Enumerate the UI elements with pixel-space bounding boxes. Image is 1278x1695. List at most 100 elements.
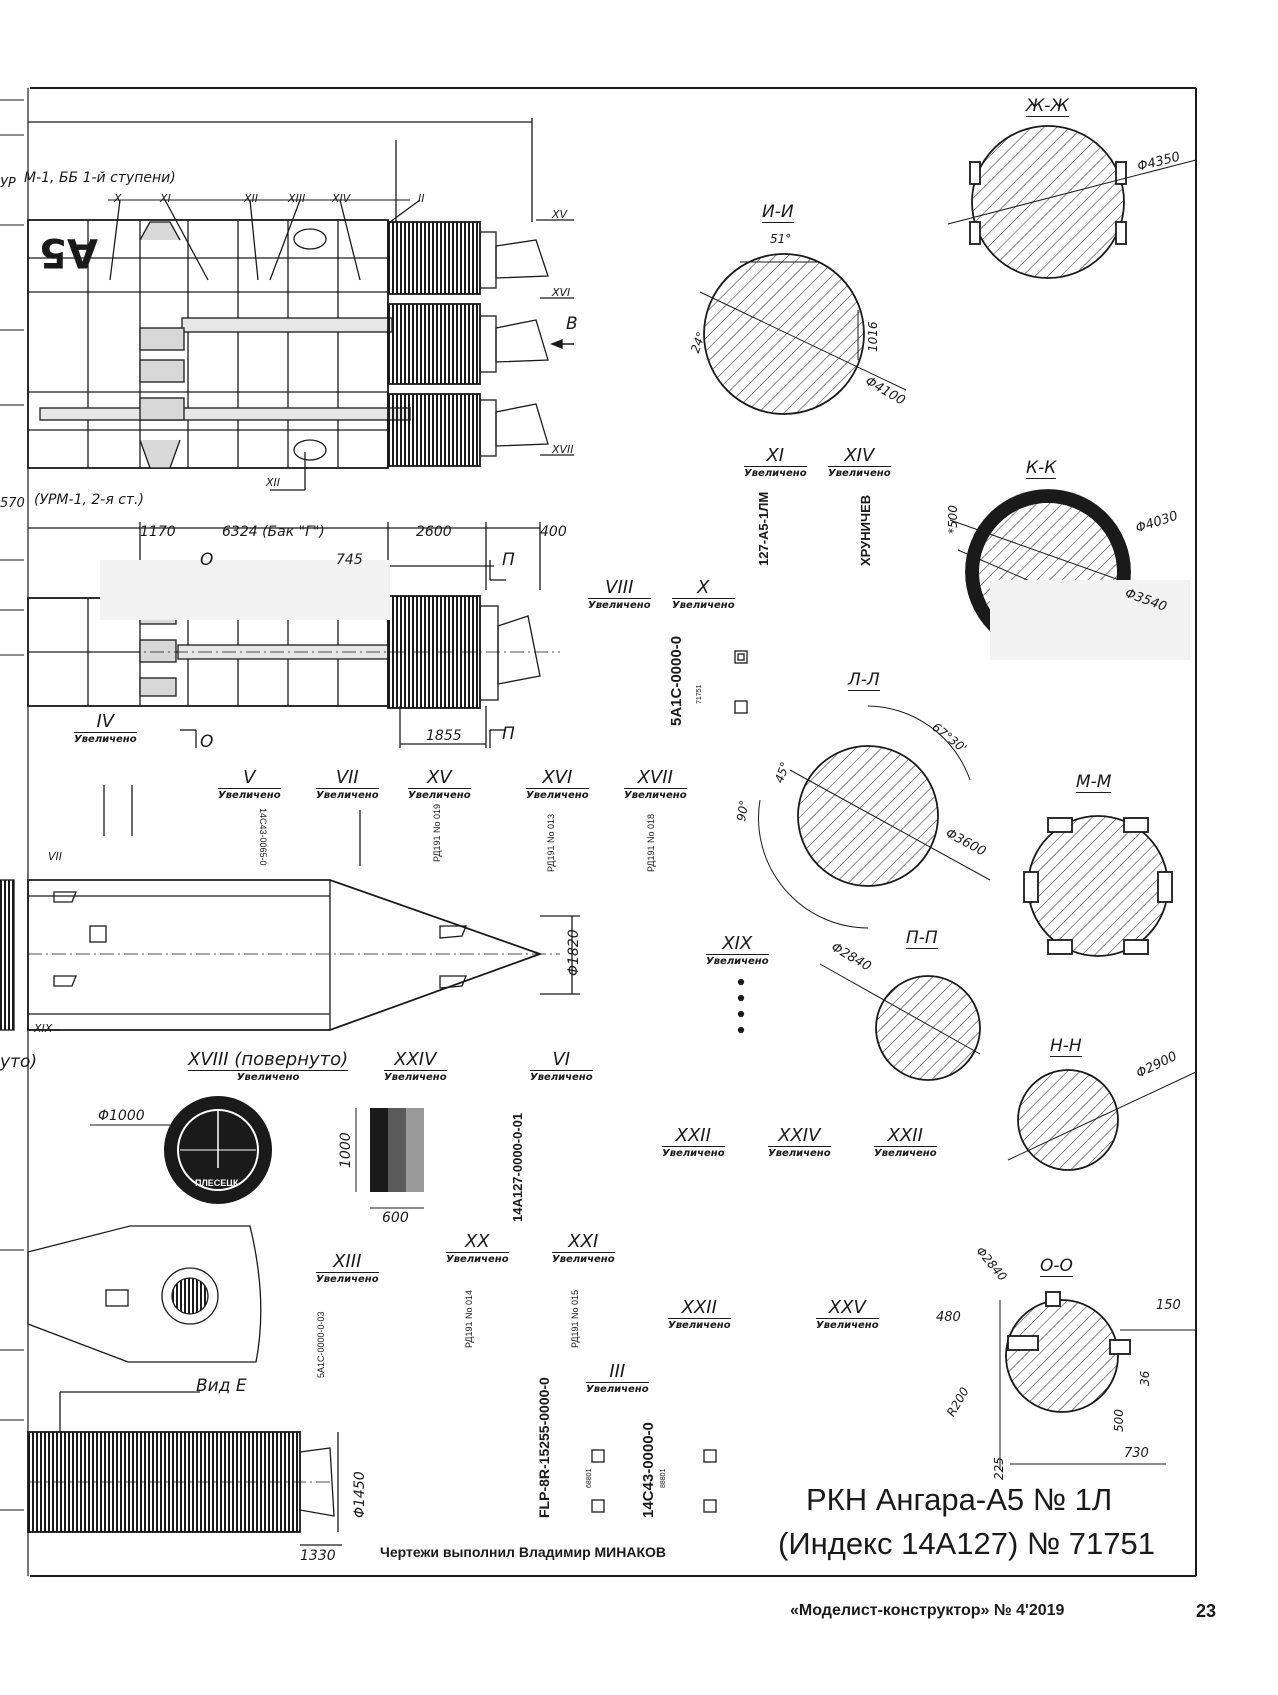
code-71751: 71751 — [696, 684, 703, 704]
xxiv-stripes — [355, 1108, 424, 1209]
code-88801: 88801 — [660, 1468, 667, 1488]
detail-xi-note: 127-А5-1ЛМ — [756, 491, 771, 566]
view-fairing — [0, 879, 580, 1031]
detail-xiv-sub: Увеличено — [828, 468, 891, 479]
mark-o-top: О — [200, 550, 214, 570]
detail-xvi-sub: Увеличено — [526, 790, 589, 801]
marker-xiii: XIII — [288, 192, 306, 205]
detail-xxv-sub: Увеличено — [816, 1320, 879, 1331]
detail-xxiv-left-sub: Увеличено — [384, 1072, 447, 1083]
section-i-dim-1016: 1016 — [866, 321, 880, 352]
marker-xvi: XVI — [552, 286, 571, 299]
detail-xviii-sub: Увеличено — [236, 1072, 300, 1083]
xxiv-dim-horizontal: 600 — [382, 1210, 409, 1226]
view-lower-left — [27, 1225, 342, 1546]
xviii-diameter: Φ1000 — [98, 1108, 145, 1124]
section-k-title: К-К — [1026, 458, 1057, 479]
detail-v-sub: Увеличено — [218, 790, 281, 801]
mark-p-bottom: П — [502, 724, 515, 744]
dim-745: 745 — [336, 552, 363, 568]
drawing-title-line1: РКН Ангара-А5 № 1Л — [806, 1482, 1113, 1517]
view-stage1-side — [27, 118, 574, 491]
detail-xvi-title: XVI — [526, 768, 589, 789]
code-68801: 68801 — [586, 1468, 593, 1488]
bleed-shapes — [100, 560, 1190, 660]
vid-e-label: Вид Е — [196, 1376, 247, 1396]
detail-x-note: 5А1С-0000-0 — [668, 635, 685, 726]
detail-xxii-c-title: XXII — [668, 1298, 731, 1319]
xviii-emblem — [90, 1096, 272, 1204]
view2-caption: 570 — [0, 496, 25, 511]
section-o-dim-480: 480 — [936, 1310, 961, 1325]
fairing-marker-xix: XIX — [34, 1022, 53, 1035]
detail-xi-sub: Увеличено — [744, 468, 807, 479]
detail-xxii-a-title: XXII — [662, 1126, 725, 1147]
detail-vi-note: 14А127-0000-0-01 — [510, 1112, 525, 1222]
detail-xv-note: РД191 No 019 — [432, 803, 442, 862]
detail-viii-sub: Увеличено — [588, 600, 651, 611]
detail-xiii-note: 5А1С-0000-0-03 — [316, 1311, 326, 1378]
detail-xi-title: XI — [744, 446, 807, 467]
view1-label: М-1, ББ 1-й ступени) — [24, 170, 176, 186]
xxiv-dim-vertical: 1000 — [338, 1132, 354, 1168]
detail-viii-title: VIII — [588, 578, 651, 599]
detail-xiv-title: XIV — [828, 446, 891, 467]
mark-o-bottom: О — [200, 732, 214, 752]
dim-400: 400 — [540, 524, 567, 540]
detail-vii-sub: Увеличено — [316, 790, 379, 801]
detail-iv-sub: Увеличено — [74, 734, 137, 745]
dim-2600: 2600 — [416, 524, 452, 540]
detail-xxi-title: XXI — [552, 1232, 615, 1253]
section-o-dim-36: 36 — [1138, 1370, 1152, 1386]
section-p-title: П-П — [906, 928, 938, 949]
detail-xx-sub: Увеличено — [446, 1254, 509, 1265]
detail-xviii-title: XVIII (повернуто) — [188, 1049, 349, 1071]
marker-xvii: XVII — [552, 443, 574, 456]
section-o-o — [999, 1291, 1196, 1470]
detail-xxii-b-title: XXII — [874, 1126, 937, 1147]
section-o-dim-225: 225 — [992, 1457, 1006, 1480]
marker-x: X — [114, 192, 122, 205]
marker-xii-lower: XII — [266, 476, 281, 489]
detail-iii-sub: Увеличено — [586, 1384, 649, 1395]
detail-v-title: V — [218, 768, 281, 789]
section-zh-title: Ж-Ж — [1026, 96, 1069, 117]
detail-xix-title: XIX — [706, 934, 769, 955]
section-o-dim-500: 500 — [1112, 1409, 1126, 1432]
detail-xxiv-mid-sub: Увеличено — [768, 1148, 831, 1159]
detail-xxiv-mid-title: XXIV — [768, 1126, 831, 1147]
detail-xvii-note: РД191 No 018 — [646, 813, 656, 872]
fairing-marker-vii: VII — [48, 850, 63, 863]
section-o-title: О-О — [1040, 1256, 1073, 1277]
section-zh-zh — [947, 125, 1197, 279]
flp-code: FLP-8R-15255-0000-0 — [536, 1377, 552, 1518]
detail-xiii-title: XIII — [316, 1252, 379, 1273]
detail-vi-sub: Увеличено — [530, 1072, 593, 1083]
detail-xix-sub: Увеличено — [706, 956, 769, 967]
detail-xxii-c-sub: Увеличено — [668, 1320, 731, 1331]
detail-x-sub: Увеличено — [672, 600, 735, 611]
vid-e-length: 1330 — [300, 1548, 336, 1564]
section-p-p — [819, 963, 981, 1081]
detail-iii-title: III — [586, 1362, 649, 1383]
magazine-footer: «Моделист-конструктор» № 4'2019 — [790, 1602, 1065, 1619]
section-i-angle-51: 51° — [770, 232, 792, 246]
marker-xii: XII — [244, 192, 259, 205]
